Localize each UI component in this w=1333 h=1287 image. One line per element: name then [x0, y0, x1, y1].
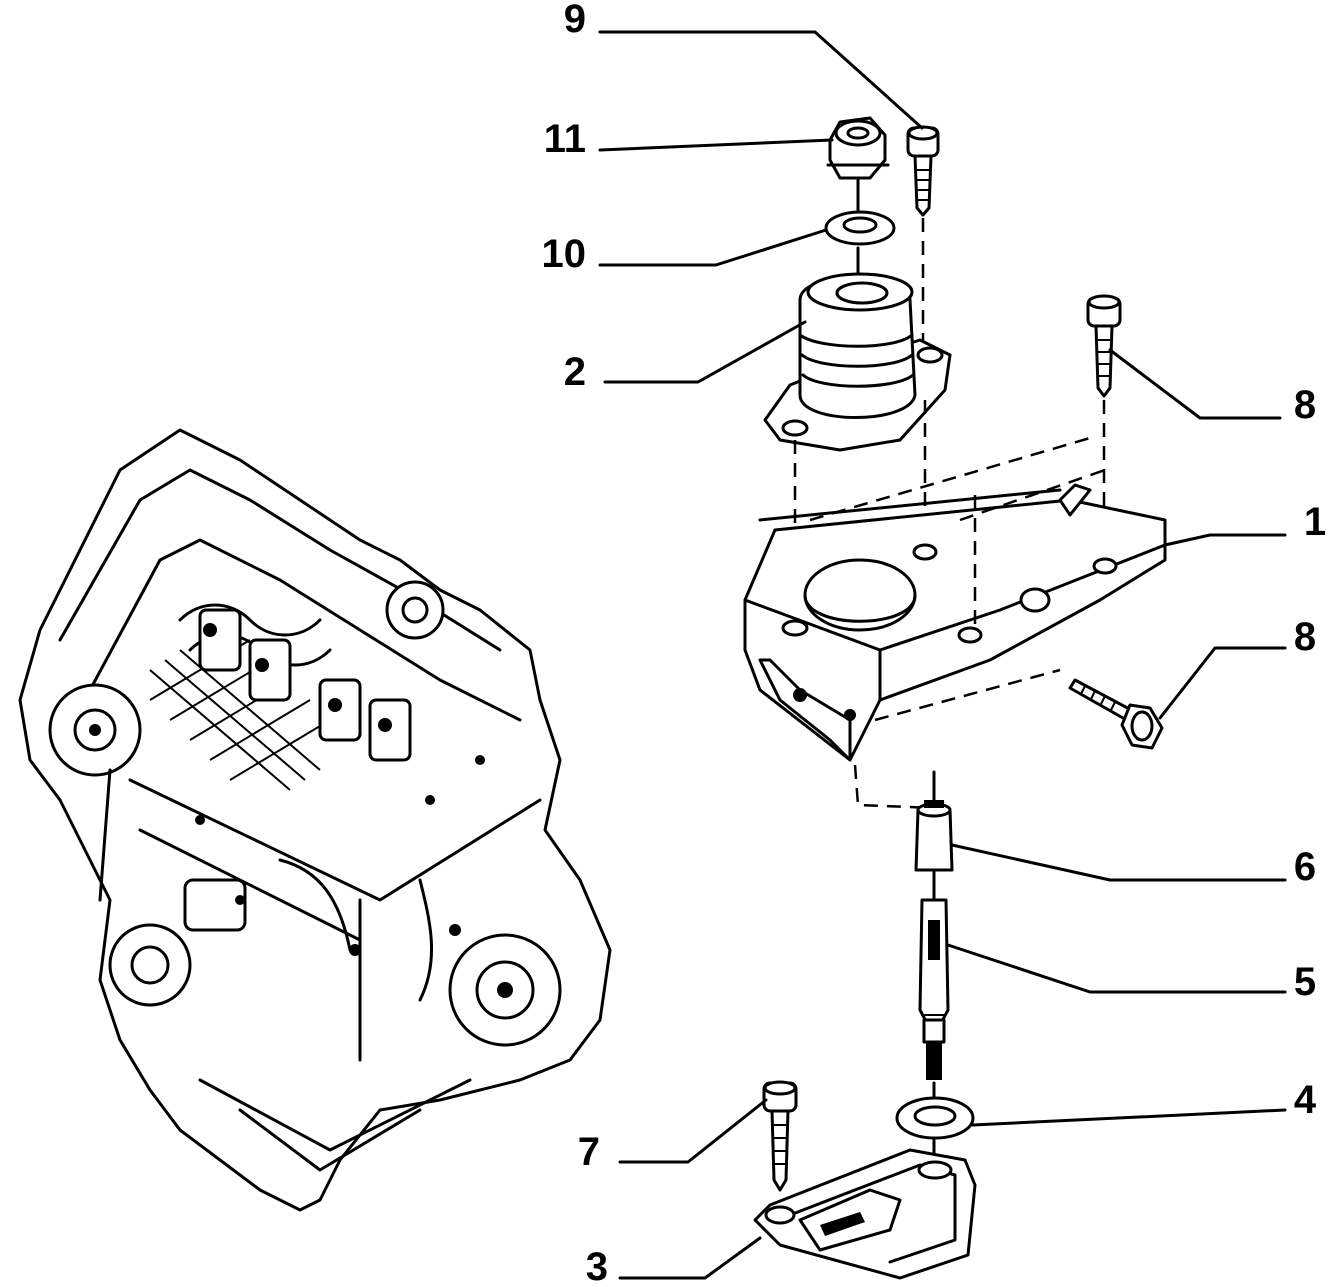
leader-8-upper [1108, 348, 1282, 420]
part-1-bracket [743, 483, 1167, 762]
part-9-bolt [906, 125, 940, 217]
callout-10: 10 [542, 232, 587, 276]
guide-line-bracket-e [874, 668, 1061, 722]
part-11-flange-nut [826, 116, 890, 180]
leader-9 [598, 30, 924, 130]
callout-11: 11 [544, 117, 586, 161]
callout-5: 5 [1294, 960, 1316, 1004]
callout-labels: 9 11 10 2 8 1 8 6 5 4 7 3 [542, 0, 1327, 1287]
leader-11 [598, 138, 834, 152]
leader-8-side [1158, 646, 1287, 720]
part-2-rubber-mount [763, 272, 952, 452]
part-6-spacer [914, 800, 954, 872]
callout-7: 7 [578, 1130, 600, 1174]
callout-3: 3 [586, 1245, 608, 1287]
part-8-upper-bolt [1086, 294, 1122, 398]
engine-block-illustration [18, 428, 612, 1212]
leader-3 [618, 1236, 762, 1280]
leader-2 [603, 320, 807, 384]
leader-4 [971, 1108, 1287, 1127]
callout-6: 6 [1294, 845, 1316, 889]
part-5-stud [918, 898, 950, 1080]
callout-4: 4 [1294, 1078, 1317, 1122]
callout-9: 9 [564, 0, 586, 41]
guide-line-bracket-c [959, 468, 1106, 522]
callout-8-upper: 8 [1294, 383, 1316, 427]
part-3-lower-bracket [753, 1148, 977, 1280]
leader-7 [618, 1098, 768, 1164]
callout-2: 2 [564, 350, 586, 394]
part-8-side-bolt [1068, 678, 1164, 750]
leader-lines [598, 30, 1287, 1280]
part-4-washer [895, 1096, 975, 1140]
guide-line-bracket-a [809, 436, 1091, 522]
guide-line-bracket-d [853, 764, 936, 810]
leader-1 [1163, 533, 1287, 547]
leader-10 [598, 228, 828, 267]
leader-5 [946, 943, 1287, 994]
callout-1: 1 [1304, 500, 1326, 544]
callout-8-side: 8 [1294, 615, 1316, 659]
part-10-washer [824, 210, 896, 246]
leader-6 [950, 843, 1287, 882]
part-7-bolt [762, 1080, 798, 1192]
